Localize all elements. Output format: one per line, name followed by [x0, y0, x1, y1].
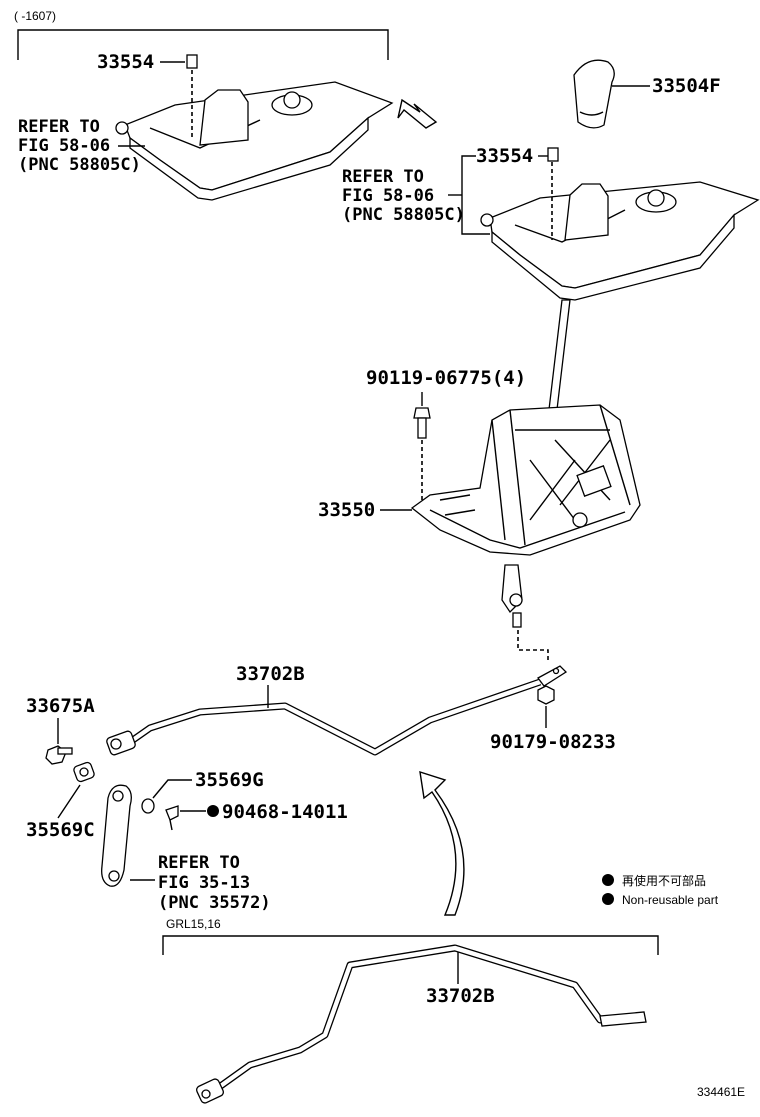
svg-text:FIG 58-06: FIG 58-06 [18, 136, 110, 156]
variant-bracket: GRL15,16 [162, 917, 659, 955]
shift-lever-rod [547, 299, 571, 419]
svg-text:(PNC 58805C): (PNC 58805C) [18, 155, 141, 175]
clip-90468: 90468-14011 [165, 801, 348, 831]
ref-label-b: REFER TO FIG 58-06 (PNC 58805C) [342, 155, 490, 235]
bolt-33675A: 33675A [26, 695, 95, 765]
shift-cable-lower: 33702B [195, 944, 647, 1104]
period-bracket-label: ( -1607) [14, 9, 56, 23]
label-33554-b: 33554 [476, 145, 548, 167]
svg-text:FIG 35-13: FIG 35-13 [158, 873, 250, 893]
shift-knob: 33504F [573, 59, 721, 129]
diagram-code: 334461E [697, 1085, 745, 1099]
label-33554-a: 33554 [97, 51, 185, 73]
svg-text:33702B: 33702B [426, 985, 495, 1007]
legend-jp: 再使用不可部品 [622, 873, 706, 888]
svg-text:33554: 33554 [97, 51, 154, 73]
bolt-90119: 90119-06775(4) [366, 367, 526, 500]
svg-text:35569C: 35569C [26, 819, 95, 841]
svg-text:(PNC 35572): (PNC 35572) [158, 893, 271, 913]
svg-text:REFER TO: REFER TO [158, 853, 240, 873]
svg-text:33504F: 33504F [652, 75, 721, 97]
lever-linkage [501, 564, 549, 662]
svg-text:33550: 33550 [318, 499, 375, 521]
svg-text:REFER TO: REFER TO [342, 167, 424, 187]
svg-text:33554: 33554 [476, 145, 533, 167]
svg-text:90119-06775(4): 90119-06775(4) [366, 367, 526, 389]
shift-console-left [115, 54, 394, 201]
shift-cable-upper: 33702B [106, 663, 568, 756]
washer-35569G: 35569G [141, 769, 264, 814]
select-lever-arm [101, 784, 132, 887]
shift-lever-assembly: 33550 [318, 404, 641, 556]
shift-console-right [480, 147, 760, 301]
assembly-arrow [419, 770, 465, 916]
ref-label-c: REFER TO FIG 35-13 (PNC 35572) [130, 853, 271, 913]
svg-text:33702B: 33702B [236, 663, 305, 685]
svg-text:35569G: 35569G [195, 769, 264, 791]
svg-text:(PNC 58805C): (PNC 58805C) [342, 205, 465, 225]
period-bracket: ( -1607) [14, 9, 389, 60]
non-reusable-marker [207, 805, 219, 817]
bushing-35569C: 35569C [26, 761, 95, 841]
svg-text:90468-14011: 90468-14011 [222, 801, 348, 823]
legend-en: Non-reusable part [622, 893, 719, 907]
svg-text:90179-08233: 90179-08233 [490, 731, 616, 753]
direction-arrow [397, 98, 438, 129]
nut-90179: 90179-08233 [490, 685, 616, 753]
legend: 再使用不可部品 Non-reusable part [602, 873, 719, 907]
svg-text:REFER TO: REFER TO [18, 117, 100, 137]
variant-bracket-label: GRL15,16 [166, 917, 221, 931]
svg-text:33675A: 33675A [26, 695, 95, 717]
ref-label-a: REFER TO FIG 58-06 (PNC 58805C) [18, 117, 145, 175]
svg-text:FIG 58-06: FIG 58-06 [342, 186, 434, 206]
